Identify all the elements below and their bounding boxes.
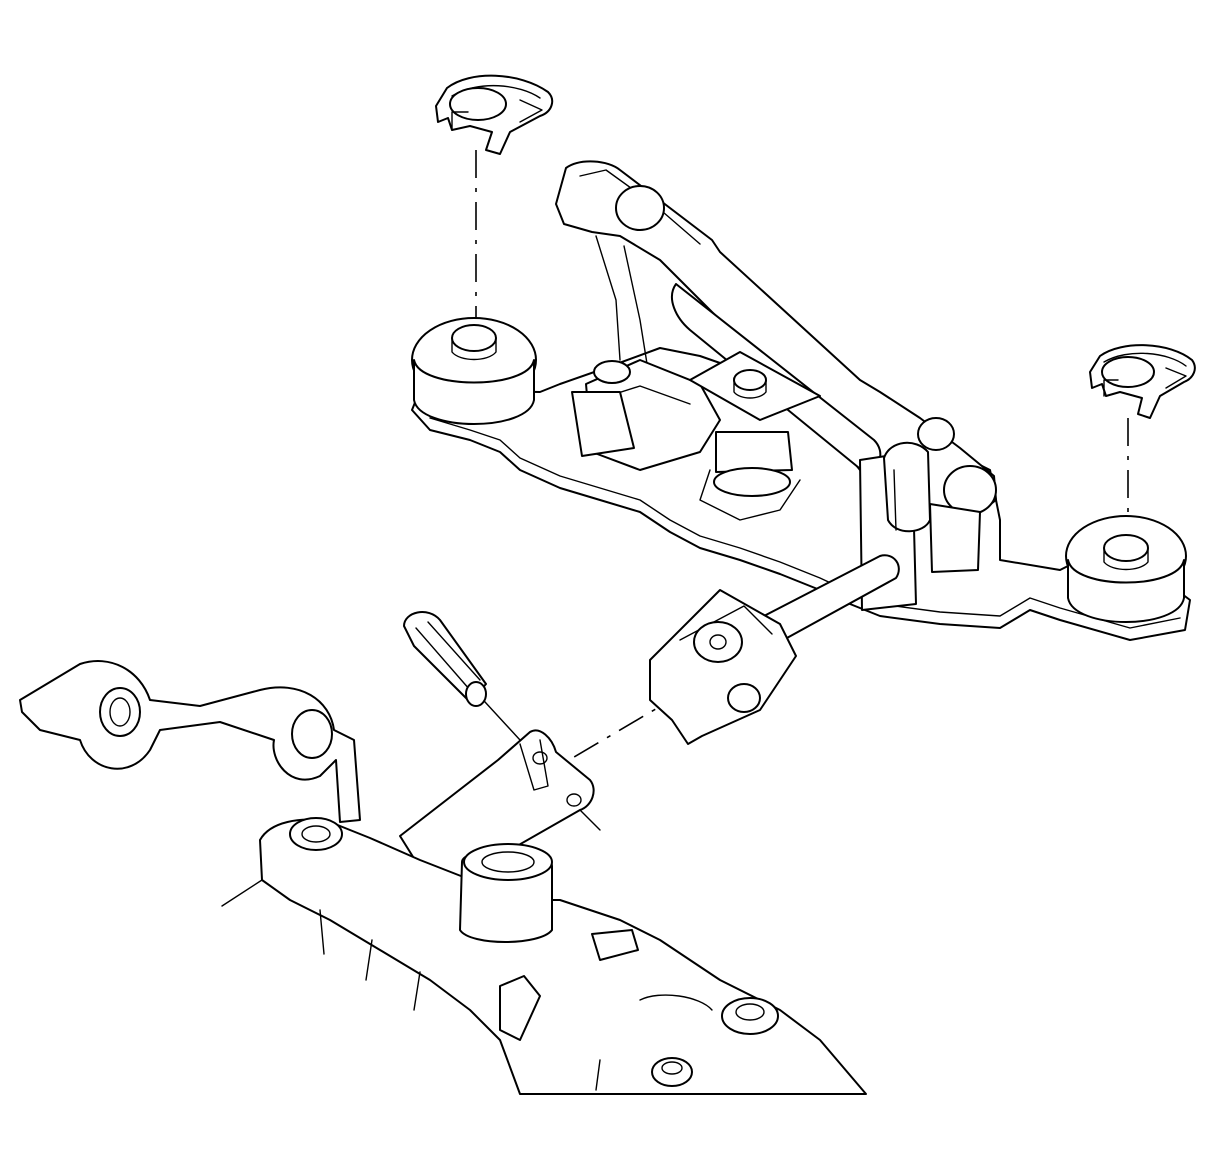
clevis-pin — [403, 611, 487, 707]
shift-linkage-bracket — [411, 160, 1191, 745]
insulator-right — [1065, 515, 1187, 623]
retaining-clip-right — [1089, 344, 1196, 419]
retaining-clip-left — [435, 74, 554, 155]
transmission-shift-lever — [19, 660, 595, 891]
insulator-left — [411, 317, 537, 425]
transmission-case — [221, 817, 867, 1095]
